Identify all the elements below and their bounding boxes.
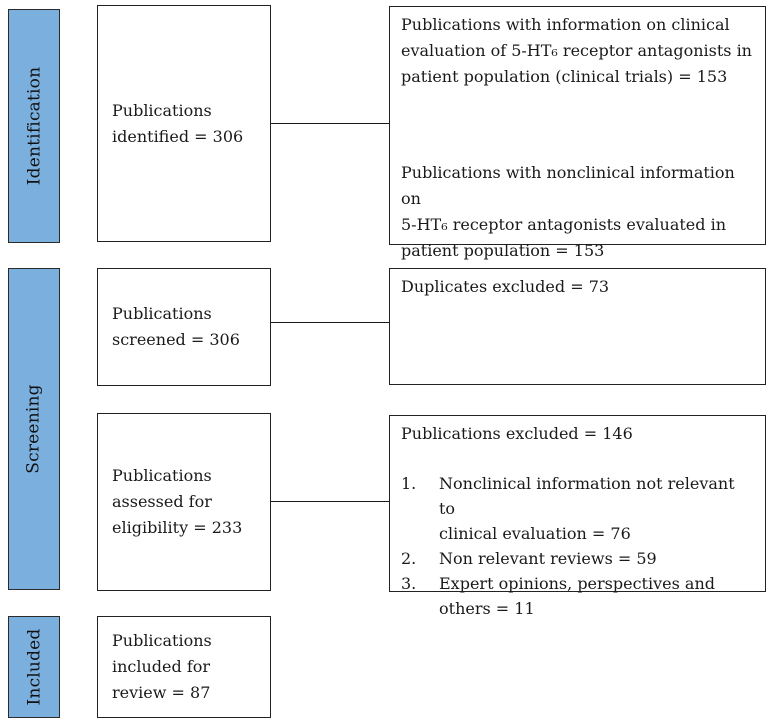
list-item-number: 3. [401,574,417,593]
process-box-text: Publications screened = 306 [112,304,240,349]
connector-line-screened [271,322,389,323]
stage-label-included: Included [24,628,44,706]
process-box-publications-screened: Publications screened = 306 [97,268,271,386]
stage-bar-screening: Screening [8,268,60,590]
detail-paragraph-clinical: Publications with information on clinica… [401,15,752,86]
stage-label-screening: Screening [24,384,44,474]
detail-box-publications-excluded: Publications excluded = 146 1. Nonclinic… [389,415,766,618]
exclusion-reason-list: 1. Nonclinical information not relevant … [401,471,755,621]
detail-paragraph-nonclinical: Publications with nonclinical informatio… [401,163,735,260]
list-item: 3. Expert opinions, perspectives and oth… [401,571,755,621]
process-box-text: Publications assessed for eligibility = … [112,466,243,537]
connector-line-identification [271,123,389,124]
stage-bar-identification: Identification [8,9,60,243]
detail-box-identification-results: Publications with information on clinica… [389,6,766,260]
list-item-text: Nonclinical information not relevant to … [439,474,735,543]
process-box-publications-assessed: Publications assessed for eligibility = … [97,413,271,591]
process-box-publications-included: Publications included for review = 87 [97,616,271,718]
connector-line-assessed [271,501,389,502]
process-box-text: Publications identified = 306 [112,100,244,146]
list-item: 2. Non relevant reviews = 59 [401,546,755,571]
list-item-text: Non relevant reviews = 59 [439,549,657,568]
process-box-publications-identified: Publications identified = 306 [97,5,271,242]
list-item: 1. Nonclinical information not relevant … [401,471,755,546]
stage-label-identification: Identification [24,66,45,186]
detail-title-duplicates: Duplicates excluded = 73 [401,277,610,296]
list-item-text: Expert opinions, perspectives and others… [439,574,715,618]
stage-bar-included: Included [8,616,60,718]
list-item-number: 1. [401,474,417,493]
detail-box-duplicates-excluded: Duplicates excluded = 73 [389,268,766,385]
list-item-number: 2. [401,549,417,568]
process-box-text: Publications included for review = 87 [112,631,212,702]
detail-title-excluded: Publications excluded = 146 [401,424,633,443]
